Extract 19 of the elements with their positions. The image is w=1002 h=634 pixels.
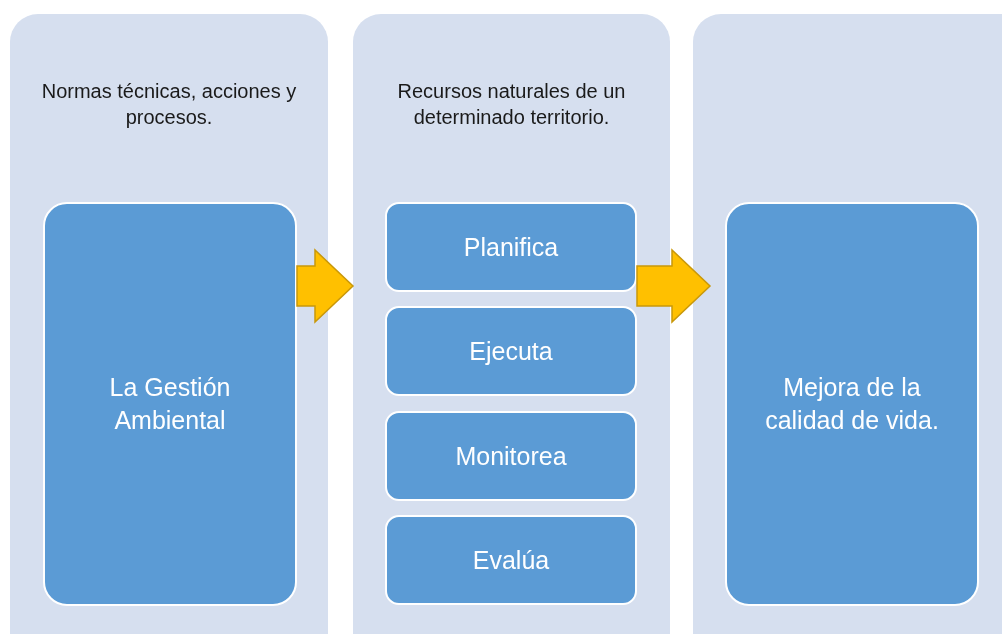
process-box — [43, 202, 297, 606]
panel-heading: Recursos naturales de un determinado territorio. — [396, 79, 627, 130]
process-box — [385, 306, 637, 396]
group-panel — [353, 14, 670, 634]
box-label: Planifica — [462, 231, 560, 263]
box-label: Evalúa — [471, 544, 551, 576]
block-arrow — [636, 248, 712, 324]
box-label: Ejecuta — [468, 335, 554, 367]
box-label: Mejora de la calidad de vida. — [764, 372, 940, 436]
process-box — [725, 202, 979, 606]
box-label: Monitorea — [454, 440, 568, 472]
group-panel — [693, 14, 1002, 634]
process-box — [385, 515, 637, 605]
group-panel — [10, 14, 328, 634]
panel-heading: Normas técnicas, acciones y procesos. — [40, 79, 298, 130]
block-arrow — [296, 248, 355, 324]
box-label: La Gestión Ambiental — [108, 372, 232, 436]
process-box — [385, 202, 637, 292]
process-box — [385, 411, 637, 501]
